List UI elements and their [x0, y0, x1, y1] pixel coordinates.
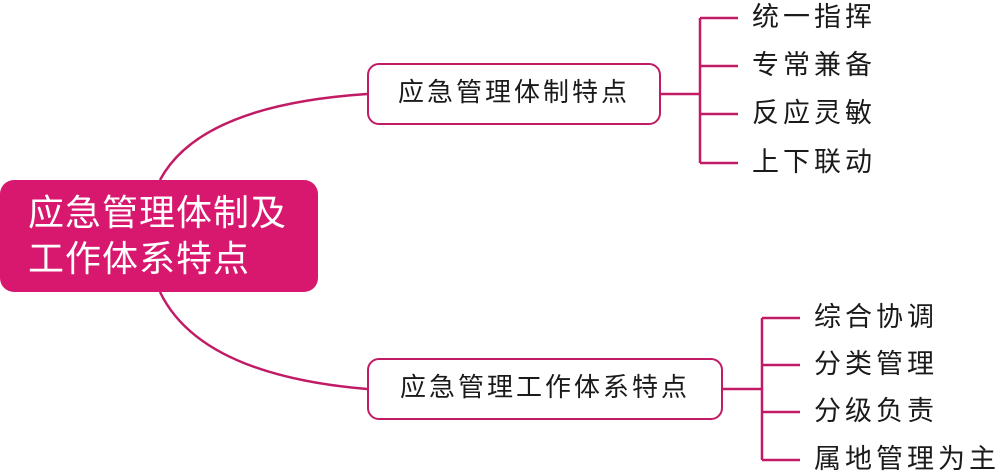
root-node-line-1: 应急管理体制及 — [28, 193, 288, 234]
branch-node-system-features: 应急管理体制特点 — [367, 63, 661, 125]
root-to-branch-1-connector — [158, 92, 368, 181]
leaf-node: 反应灵敏 — [752, 98, 876, 129]
leaf-node: 属地管理为主 — [814, 444, 1000, 475]
root-node: 应急管理体制及 工作体系特点 — [0, 180, 318, 292]
leaf-node: 综合协调 — [814, 302, 938, 333]
leaf-node: 统一指挥 — [752, 2, 876, 33]
leaf-node: 上下联动 — [752, 147, 876, 178]
leaf-node: 专常兼备 — [752, 50, 876, 81]
branch-node-work-system-features: 应急管理工作体系特点 — [367, 358, 723, 420]
root-node-line-2: 工作体系特点 — [28, 239, 251, 280]
root-to-branch-2-connector — [158, 291, 368, 391]
leaf-node: 分类管理 — [814, 349, 938, 380]
leaf-node: 分级负责 — [814, 396, 938, 427]
